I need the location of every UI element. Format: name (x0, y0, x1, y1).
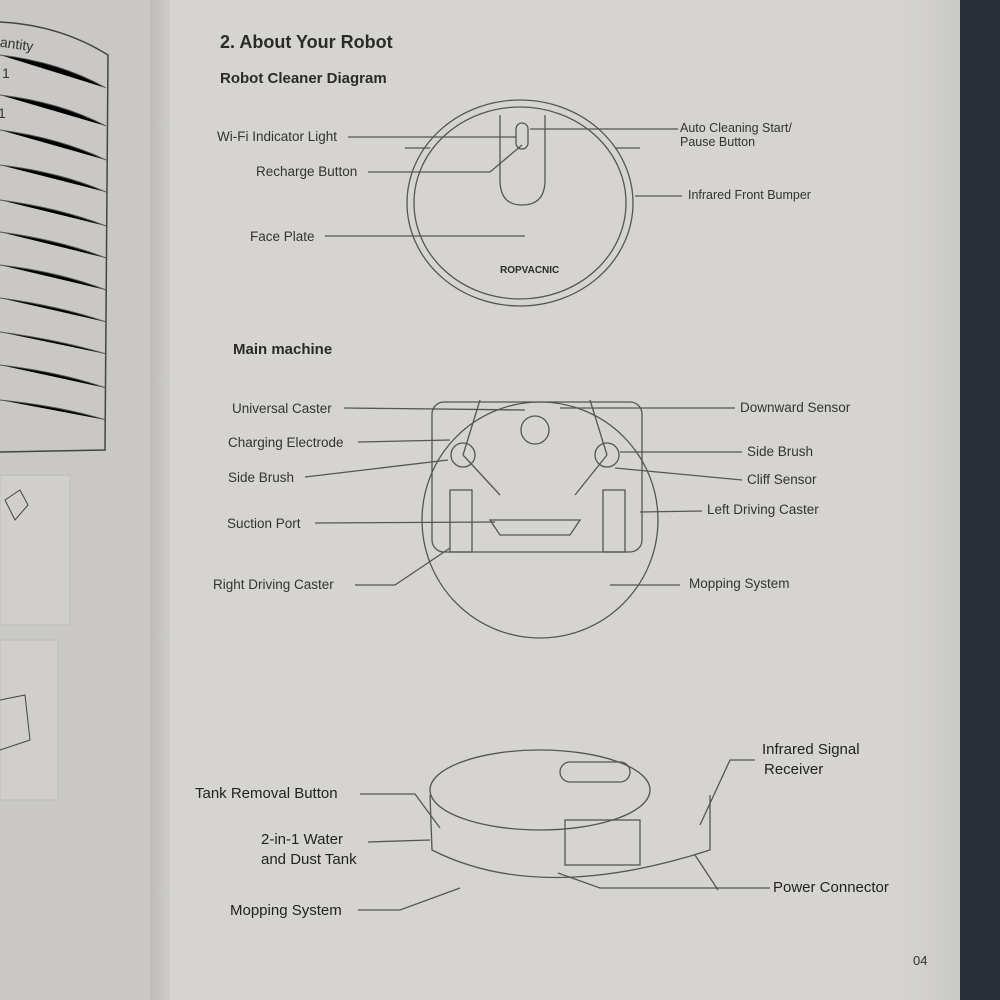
label: Cliff Sensor (747, 472, 817, 487)
label: Charging Electrode (228, 435, 344, 450)
label: Tank Removal Button (195, 785, 338, 802)
previous-page: antity 1 1 (0, 0, 170, 1000)
label: Universal Caster (232, 401, 332, 416)
robot-diagrams (304, 99, 770, 911)
label: Auto Cleaning Start/ (680, 121, 792, 135)
label: Power Connector (773, 879, 889, 896)
label: Downward Sensor (740, 400, 851, 415)
label: Side Brush (228, 470, 295, 485)
manual-page: 2. About Your Robot Robot Cleaner Diagra… (170, 0, 960, 1000)
parts-table-lines (0, 21, 109, 801)
label: Infrared Signal (762, 741, 860, 758)
label: Left Driving Caster (707, 502, 819, 517)
label: Pause Button (680, 135, 756, 149)
label: 2-in-1 Water (261, 831, 343, 848)
label: Wi-Fi Indicator Light (217, 129, 338, 144)
label: Mopping System (689, 576, 790, 591)
label: Face Plate (250, 229, 315, 244)
section-title: 2. About Your Robot (220, 32, 393, 52)
label: Infrared Front Bumper (688, 188, 811, 202)
quantity-cell: 1 (2, 65, 10, 81)
label: Mopping System (230, 902, 342, 919)
label: Side Brush (747, 444, 814, 459)
diagram-title: Main machine (233, 341, 333, 358)
label: Recharge Button (256, 164, 358, 179)
quantity-cell: 1 (0, 105, 6, 121)
diagram-title: Robot Cleaner Diagram (220, 70, 387, 87)
brand-logo: ROPVACNIC (500, 265, 560, 276)
label: and Dust Tank (261, 851, 357, 868)
label: Suction Port (227, 516, 301, 531)
label: Receiver (764, 761, 824, 778)
page-number: 04 (913, 953, 928, 968)
label: Right Driving Caster (213, 577, 334, 592)
